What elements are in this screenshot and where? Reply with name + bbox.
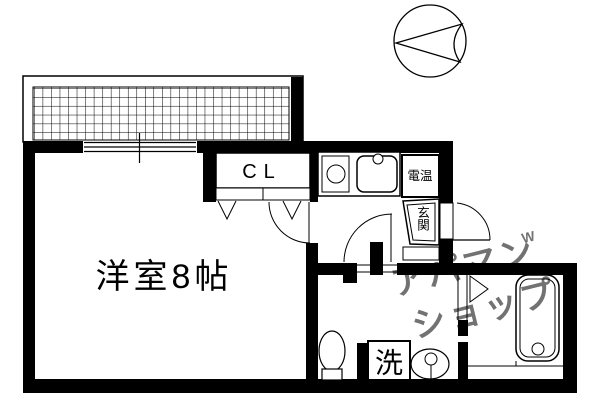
washing-machine-label: 洗 [375, 348, 403, 379]
water-heater: 電温 [401, 154, 440, 198]
entrance-step [402, 246, 440, 261]
drain-icon [531, 342, 545, 356]
balcony [22, 75, 304, 143]
room-door [268, 201, 311, 244]
toilet-icon [318, 330, 346, 381]
entrance: 玄関 [402, 198, 491, 261]
kitchen-counter [317, 151, 401, 197]
entrance-label: 玄関 [415, 205, 429, 232]
entrance-door-frame [439, 202, 454, 240]
bathtub-icon [515, 274, 560, 362]
bathroom-folding-door [469, 275, 489, 303]
watermark-mark: W [520, 227, 537, 246]
entrance-door-arc [456, 202, 491, 241]
compass-north-icon [393, 4, 467, 78]
washing-machine: 洗 [367, 340, 411, 381]
room-label: 洋室8帖 [96, 258, 233, 296]
water-heater-label: 電温 [407, 169, 433, 183]
balcony-window [83, 133, 197, 163]
washbasin-icon [410, 348, 450, 380]
faucet-icon [372, 153, 384, 165]
walls [23, 141, 577, 393]
burner-icon [326, 164, 346, 184]
bathroom [457, 274, 563, 367]
closet: CL [215, 152, 311, 221]
washroom-door [343, 213, 397, 273]
closet-label: CL [242, 161, 282, 183]
